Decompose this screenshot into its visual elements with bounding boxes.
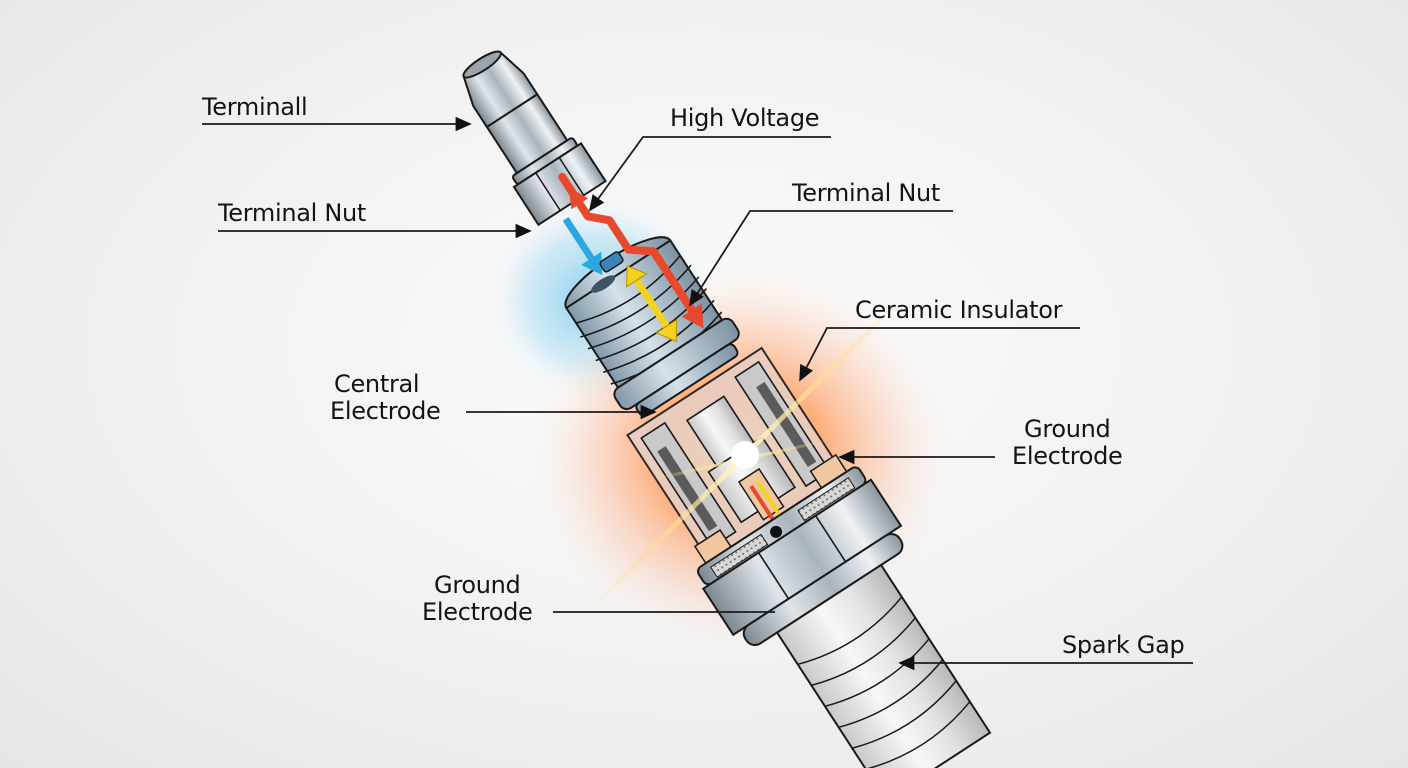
terminal-part: [462, 50, 607, 227]
leader-lines: [202, 116, 1193, 671]
label-terminal: Terminall: [202, 93, 308, 121]
label-terminal-nut-right: Terminal Nut: [792, 179, 941, 207]
label-ground-electrode-right-line1: Ground: [1024, 415, 1111, 443]
leader-high-voltage: [588, 136, 831, 212]
label-central-electrode-line2: Electrode: [330, 397, 441, 425]
label-terminal-nut-left: Terminal Nut: [218, 199, 367, 227]
label-high-voltage: High Voltage: [670, 104, 820, 132]
terminal-nut-thread: [564, 236, 740, 417]
hex-shell: [697, 466, 904, 647]
leader-ceramic-insulator: [799, 327, 1080, 382]
label-ground-electrode-left-line2: Electrode: [422, 598, 533, 626]
label-ceramic-insulator: Ceramic Insulator: [855, 296, 1063, 324]
lower-thread: [775, 563, 992, 768]
label-ground-electrode-right-line2: Electrode: [1012, 442, 1123, 470]
label-central-electrode-line1: Central: [334, 370, 420, 398]
label-spark-gap: Spark Gap: [1062, 631, 1185, 659]
label-central-electrode: Central Electrode: [330, 371, 441, 425]
leader-terminal-nut-right: [689, 210, 953, 307]
label-ground-electrode-left-line1: Ground: [434, 571, 521, 599]
label-ground-electrode-left: Ground Electrode: [422, 572, 533, 626]
spark-flare: [588, 298, 902, 612]
label-ground-electrode-right: Ground Electrode: [1012, 416, 1123, 470]
current-flow-arrows: [558, 173, 704, 343]
